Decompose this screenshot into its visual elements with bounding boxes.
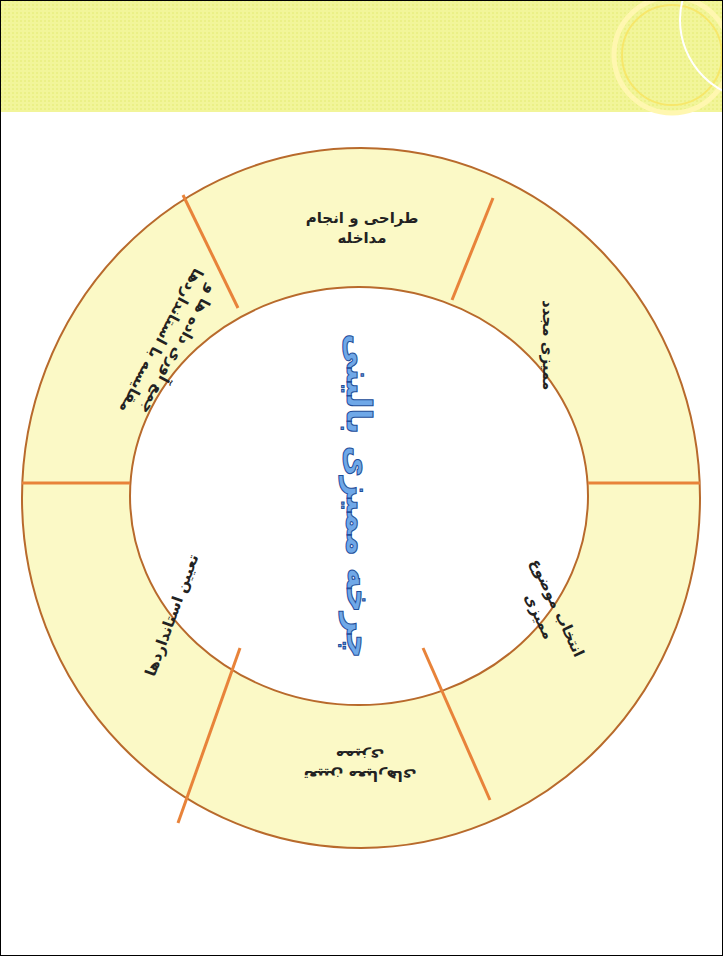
header-ornament: [680, 0, 723, 100]
diagram-title: چرخه ممیزی بالینی: [339, 334, 379, 659]
segment-label: طراحی و انجام مداخله: [287, 208, 437, 249]
ring-segment: ممیزی مجدد: [538, 270, 558, 420]
outer-ring: [22, 148, 700, 848]
ring-segment: طراحی و انجام مداخله: [287, 208, 437, 249]
segment-label: تعیین معیارهای ممیزی: [285, 745, 435, 786]
ring-dividers: [22, 195, 700, 823]
ring-segment: تعیین معیارهای ممیزی: [285, 745, 435, 786]
segment-label: ممیزی مجدد: [538, 270, 558, 420]
header-ornament: [622, 5, 722, 105]
inner-circle: [130, 287, 588, 705]
header-ornament: [614, 0, 723, 113]
